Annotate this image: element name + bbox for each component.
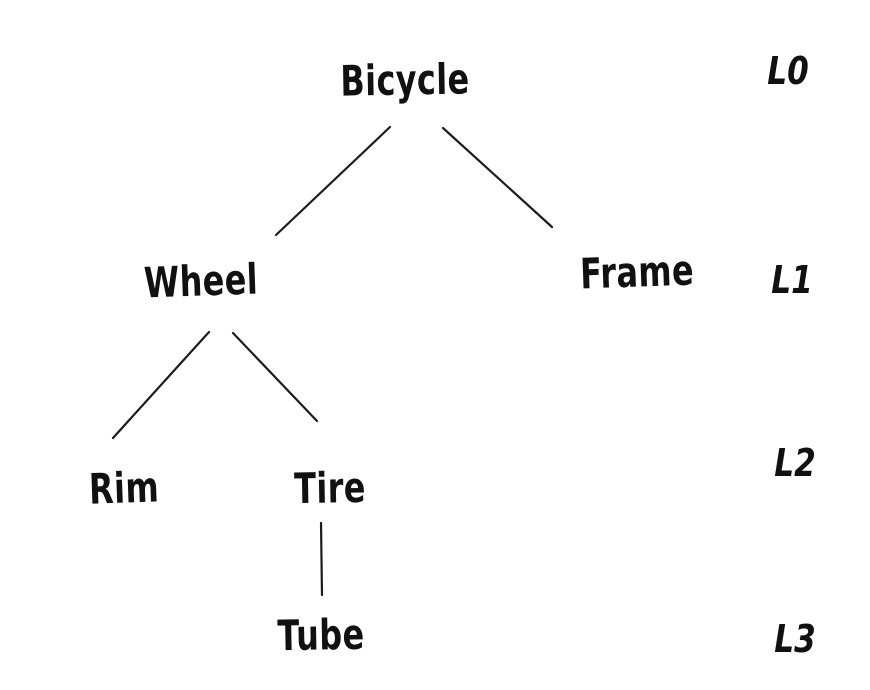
level-label-l1: L1 <box>771 258 813 302</box>
level-label-l3: L3 <box>774 617 816 661</box>
node-tube: Tube <box>277 609 365 661</box>
node-tire: Tire <box>293 462 367 514</box>
edge-bicycle-wheel <box>274 125 392 237</box>
node-rim: Rim <box>88 462 160 514</box>
edge-wheel-rim <box>111 330 211 440</box>
node-wheel: Wheel <box>143 254 259 308</box>
edge-bicycle-frame <box>441 126 554 229</box>
node-bicycle: Bicycle <box>339 54 471 106</box>
edge-wheel-tire <box>231 331 319 423</box>
edge-tire-tube <box>319 521 324 597</box>
level-label-l0: L0 <box>767 49 809 93</box>
level-label-l2: L2 <box>774 441 816 485</box>
node-frame: Frame <box>579 245 695 299</box>
